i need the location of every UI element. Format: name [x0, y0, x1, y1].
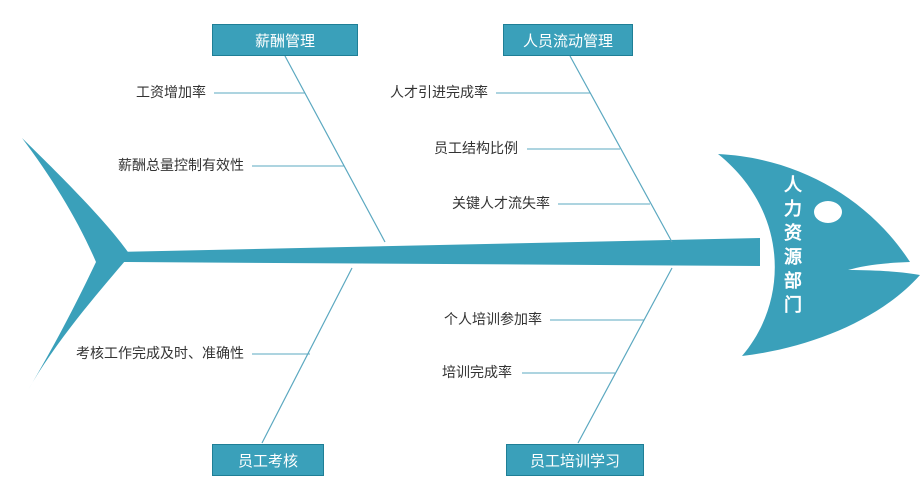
cause-salary-increase-rate: 工资增加率 [136, 85, 206, 101]
head-char: 部 [784, 271, 802, 292]
cause-appraisal-timeliness: 考核工作完成及时、准确性 [76, 346, 244, 362]
cause-salary-total-control: 薪酬总量控制有效性 [118, 158, 244, 174]
head-char: 资 [784, 223, 802, 244]
category-box-mobility: 人员流动管理 [503, 24, 633, 56]
category-box-salary: 薪酬管理 [212, 24, 358, 56]
fish-tail [22, 138, 130, 390]
head-char: 人 [784, 175, 802, 196]
bone-salary [284, 55, 386, 243]
cause-staff-structure-ratio: 员工结构比例 [434, 141, 518, 157]
bone-training [577, 267, 673, 444]
head-char: 源 [784, 247, 802, 268]
fish-spine [118, 238, 760, 266]
head-char: 门 [784, 295, 802, 316]
category-box-appraisal: 员工考核 [212, 444, 324, 476]
fish-head [718, 154, 920, 356]
cause-training-completion-rate: 培训完成率 [442, 365, 512, 381]
head-char: 力 [784, 199, 802, 220]
cause-key-talent-loss-rate: 关键人才流失率 [452, 196, 550, 212]
cause-talent-intro-rate: 人才引进完成率 [390, 85, 488, 101]
cause-training-participation-rate: 个人培训参加率 [444, 312, 542, 328]
fish-head-label: 人 力 资 源 部 门 [778, 174, 808, 318]
bone-appraisal [261, 267, 353, 444]
bone-mobility [569, 55, 673, 243]
category-box-training: 员工培训学习 [506, 444, 644, 476]
fish-eye [814, 201, 842, 223]
